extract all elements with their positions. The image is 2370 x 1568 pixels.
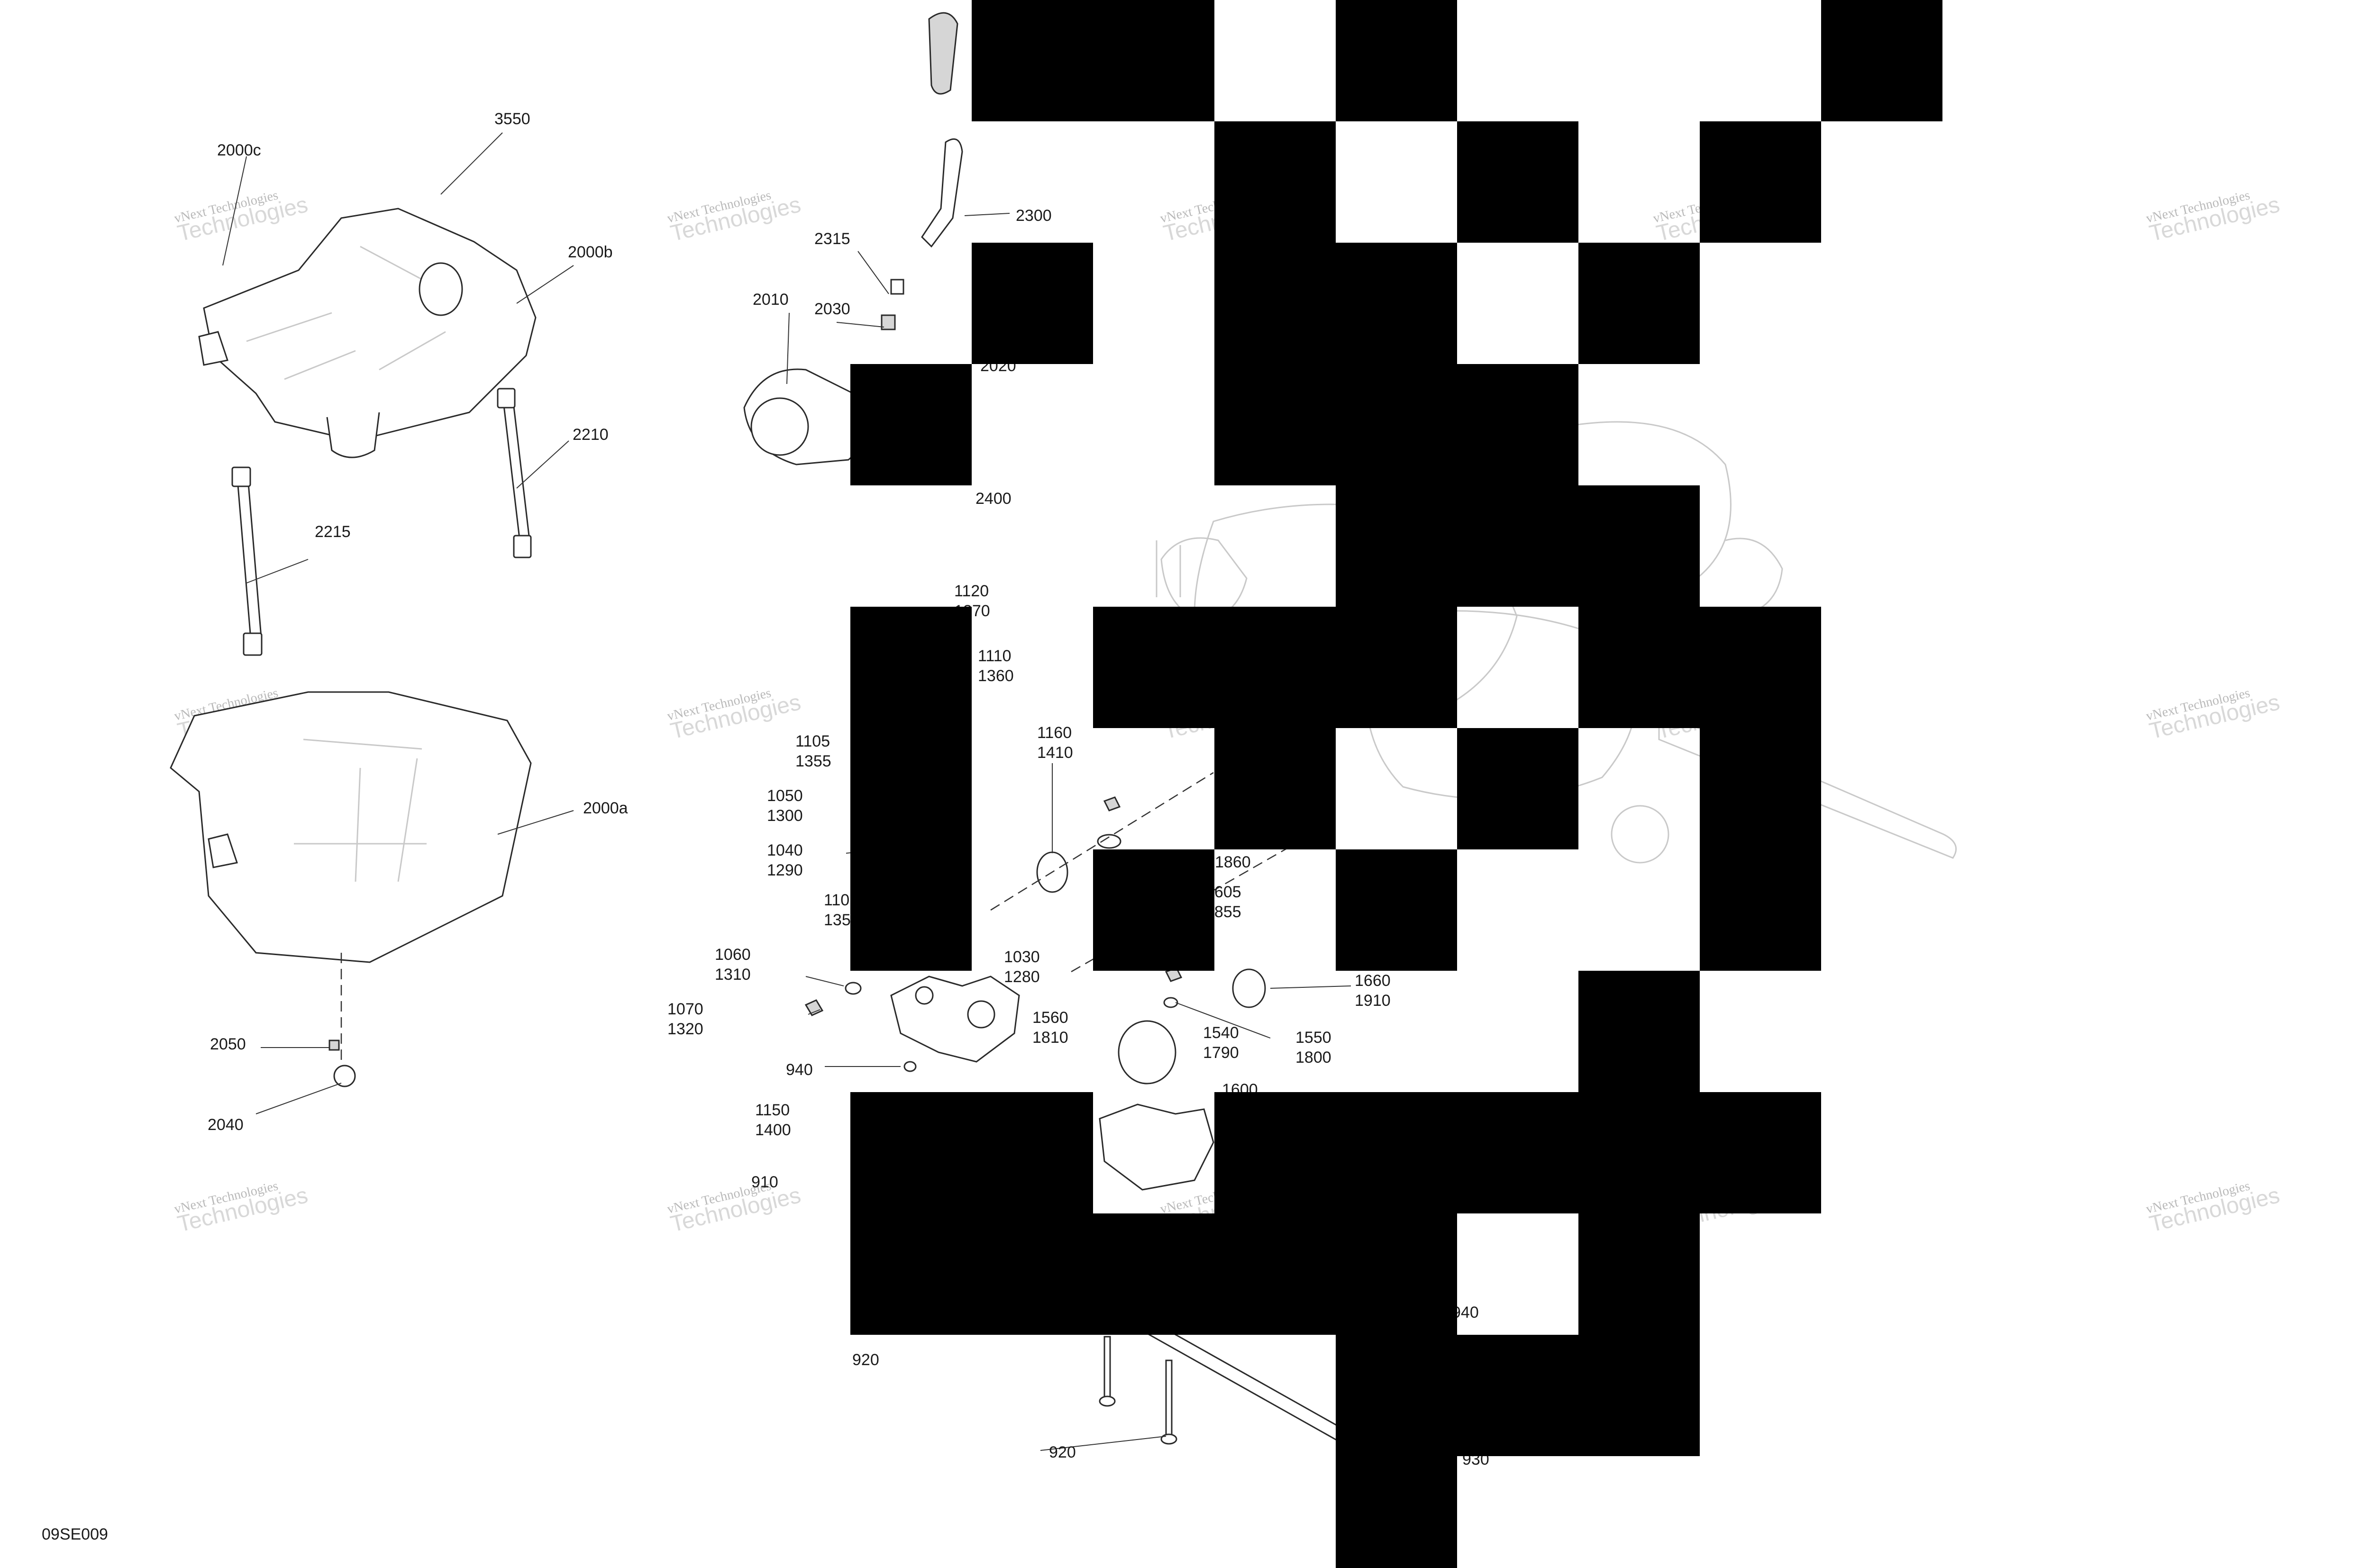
- callout-3550: 3550: [494, 110, 530, 128]
- redaction-block: [1214, 243, 1457, 364]
- callout-1300: 1300: [767, 807, 803, 825]
- callout-1790: 1790: [1203, 1044, 1239, 1062]
- drain-plug: [328, 1039, 356, 1087]
- callout-1560: 1560: [1032, 1009, 1068, 1027]
- callout-1540: 1540: [1203, 1024, 1239, 1042]
- callout-1400: 1400: [755, 1121, 791, 1139]
- redaction-block: [1336, 849, 1457, 971]
- redaction-block: [1578, 607, 1821, 728]
- redaction-block: [1336, 1335, 1700, 1456]
- redaction-block: [850, 607, 972, 971]
- callout-2050: 2050: [210, 1035, 246, 1053]
- callout-1910: 1910: [1355, 992, 1391, 1010]
- redaction-block: [1700, 121, 1821, 243]
- engine-mounts: [804, 772, 1337, 1191]
- redaction-block: [1336, 0, 1457, 121]
- redaction-block: [1821, 0, 1942, 121]
- callout-1550: 1550: [1295, 1029, 1331, 1047]
- callout-920: 920: [1049, 1443, 1076, 1461]
- redaction-block: [1336, 1456, 1457, 1568]
- callout-2300: 2300: [1016, 207, 1052, 225]
- airbox-base: [170, 691, 532, 1062]
- redaction-block: [1336, 485, 1700, 607]
- redaction-block: [1093, 849, 1214, 971]
- callout-2010: 2010: [753, 291, 789, 309]
- callout-2215: 2215: [315, 523, 351, 541]
- callout-1070: 1070: [667, 1000, 703, 1018]
- callout-2315: 2315: [814, 230, 850, 248]
- redaction-block: [850, 364, 972, 485]
- callout-1050: 1050: [767, 787, 803, 805]
- callout-1410: 1410: [1037, 744, 1073, 762]
- redaction-block: [1578, 971, 1700, 1092]
- callout-1150: 1150: [755, 1101, 790, 1119]
- redaction-block: [1214, 121, 1336, 243]
- redaction-block: [1214, 728, 1336, 849]
- callout-2030: 2030: [814, 300, 850, 318]
- strap-2215: [231, 466, 263, 656]
- callout-920: 920: [852, 1351, 879, 1369]
- callout-2000b: 2000b: [568, 243, 613, 261]
- redaction-mask: [850, 0, 1942, 1568]
- callout-1160: 1160: [1037, 724, 1072, 742]
- callout-1030: 1030: [1004, 948, 1040, 966]
- callout-2040: 2040: [208, 1116, 244, 1134]
- redaction-block: [972, 0, 1214, 121]
- callout-135: 135: [824, 911, 851, 929]
- callout-1110: 1110: [978, 647, 1012, 665]
- callout-1310: 1310: [715, 966, 751, 984]
- redaction-block: [1093, 607, 1457, 728]
- redaction-block: [1578, 1213, 1700, 1335]
- redaction-block: [1214, 1092, 1821, 1213]
- callout-1800: 1800: [1295, 1048, 1331, 1067]
- airbox-cover: [198, 208, 537, 458]
- redaction-block: [1457, 121, 1578, 243]
- callout-1660: 1660: [1355, 972, 1391, 990]
- diagram-id: 09SE009: [42, 1525, 108, 1543]
- callout-1040: 1040: [767, 841, 803, 859]
- callout-110: 110: [824, 891, 849, 909]
- callout-1320: 1320: [667, 1020, 703, 1038]
- callout-1360: 1360: [978, 667, 1014, 685]
- callout-2400: 2400: [975, 490, 1012, 508]
- redaction-block: [1214, 364, 1578, 485]
- redaction-block: [850, 1213, 1457, 1335]
- callout-2000a: 2000a: [583, 799, 628, 817]
- callout-2210: 2210: [573, 426, 609, 444]
- redaction-block: [1578, 243, 1700, 364]
- callout-1280: 1280: [1004, 968, 1040, 986]
- callout-1810: 1810: [1032, 1029, 1068, 1047]
- redaction-block: [1457, 728, 1578, 849]
- redaction-block: [972, 243, 1093, 364]
- callout-940: 940: [786, 1061, 813, 1079]
- callout-910: 910: [751, 1173, 778, 1191]
- callout-2000c: 2000c: [217, 141, 261, 159]
- intake-tube-2300: [921, 12, 963, 248]
- callout-1290: 1290: [767, 861, 803, 879]
- redaction-block: [850, 1092, 1093, 1213]
- intake-couplers: [743, 279, 904, 465]
- callout-1060: 1060: [715, 946, 751, 964]
- callout-1355: 1355: [795, 752, 831, 770]
- strap-2210: [497, 388, 532, 558]
- callout-1105: 1105: [795, 732, 830, 750]
- redaction-block: [1700, 728, 1821, 971]
- callout-1860: 1860: [1215, 853, 1251, 871]
- callout-1120: 1120: [954, 582, 989, 600]
